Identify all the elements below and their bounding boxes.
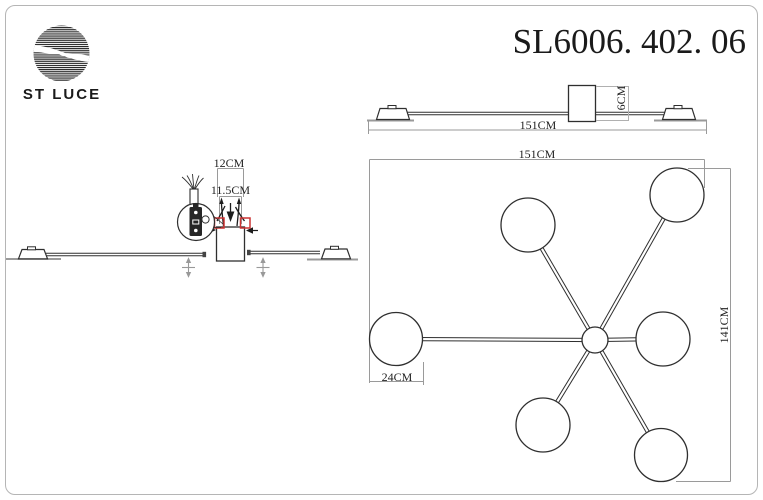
dim-label-plan-width: 151CM (518, 147, 556, 161)
lamp-head-side (661, 107, 697, 121)
dim-label-plate-length: 11.5CM (210, 183, 251, 197)
lamp-head-side (17, 248, 49, 260)
mounting-detail-drawing (6, 168, 358, 278)
lamp-shade (633, 427, 689, 483)
canopy-box (215, 226, 246, 262)
side-view-drawing (367, 84, 707, 134)
lamp-shade (500, 197, 556, 253)
lamp-head-side (375, 107, 411, 121)
canopy-box (567, 84, 597, 123)
screw-hole (194, 210, 198, 215)
dim-label-side-width: 151CM (519, 118, 557, 132)
lamp-shade (368, 311, 424, 367)
dim-label-canopy-length: 12CM (213, 156, 245, 170)
lamp-shade (649, 167, 705, 223)
insert-markers (182, 257, 270, 278)
clip-highlight (239, 217, 251, 229)
wires (181, 173, 204, 190)
dim-lines-6cm (596, 86, 629, 121)
center-hub (581, 326, 609, 354)
lamp-shade (515, 397, 571, 453)
dim-label-canopy-height: 6CM (614, 85, 628, 111)
brand-name: ST LUCE (22, 86, 102, 103)
lamp-shades (368, 167, 705, 483)
arm-connector (247, 249, 251, 256)
plan-view-drawing (368, 159, 731, 483)
screw-hole (194, 228, 198, 233)
dim-label-shade-diameter: 24CM (381, 370, 413, 384)
model-number: SL6006. 402. 06 (512, 22, 746, 61)
dim-label-plan-height: 141CM (717, 306, 731, 344)
lamp-head-side (320, 248, 352, 260)
side-knob (201, 215, 210, 224)
st-luce-logo-icon (33, 25, 90, 82)
arm-connector (202, 251, 207, 258)
lamp-shade (635, 311, 691, 367)
